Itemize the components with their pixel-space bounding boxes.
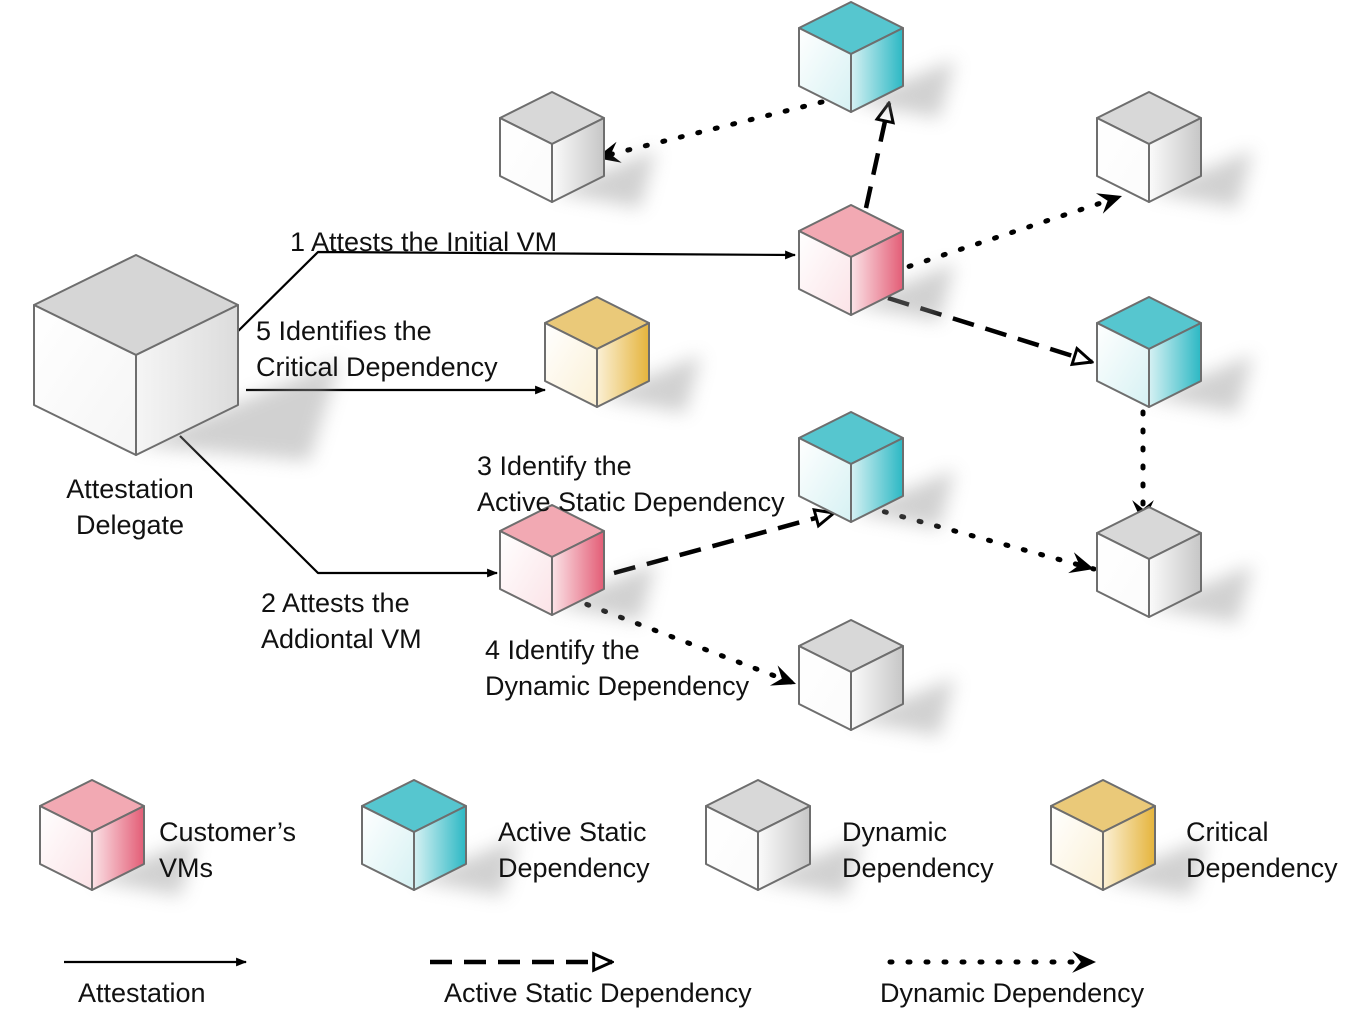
edge-initial-to-active-top (863, 103, 889, 209)
attestation-delegate-label: Attestation Delegate (66, 474, 194, 540)
attestation-delegate-cube (33, 254, 340, 461)
customer-vm-additional-cube (499, 504, 656, 621)
active-static-dependency-cube-middle (798, 411, 955, 528)
critical-dependency-cube (544, 296, 701, 413)
edge-initial-to-dynamic-topright (889, 193, 1125, 275)
active-static-dependency-cube-right (1096, 296, 1253, 413)
dynamic-dependency-cube-topleft (499, 91, 656, 208)
dynamic-dependency-cube-topright (1096, 91, 1253, 208)
legend-edge-label-attestation: Attestation (78, 978, 206, 1008)
legend-customer-vm-cube (39, 779, 196, 896)
edge-step1-attests-initial-vm (225, 250, 797, 344)
dynamic-dependency-cube-lowright (1096, 506, 1253, 623)
step-5-label: 5 Identifies the Critical Dependency (256, 316, 498, 382)
legend-dynamic-cube (705, 779, 862, 896)
legend-label-active-static: Active Static Dependency (498, 817, 650, 883)
legend-label-dynamic: Dynamic Dependency (842, 817, 994, 883)
customer-vm-initial-cube (798, 204, 955, 321)
legend-active-static-cube (361, 779, 518, 896)
legend-label-critical: Critical Dependency (1186, 817, 1338, 883)
step-4-label: 4 Identify the Dynamic Dependency (485, 635, 750, 701)
active-static-dependency-cube-top (798, 1, 955, 118)
step-2-label: 2 Attests the Addiontal VM (261, 588, 422, 654)
legend-edge-label-dynamic: Dynamic Dependency (880, 978, 1145, 1008)
edge-additional-to-active-middle (613, 513, 834, 576)
step-3-label: 3 Identify the Active Static Dependency (477, 451, 785, 517)
dynamic-dependency-cube-bottom (798, 619, 955, 736)
legend-edge-label-active-static: Active Static Dependency (444, 978, 752, 1008)
legend-critical-cube (1050, 779, 1207, 896)
edge-active-top-to-dynamic-topleft (593, 99, 825, 163)
edge-step2-attests-additional-vm (179, 435, 499, 578)
legend-label-customer-vms: Customer’s VMs (159, 817, 297, 883)
step-1-label: 1 Attests the Initial VM (290, 227, 558, 257)
